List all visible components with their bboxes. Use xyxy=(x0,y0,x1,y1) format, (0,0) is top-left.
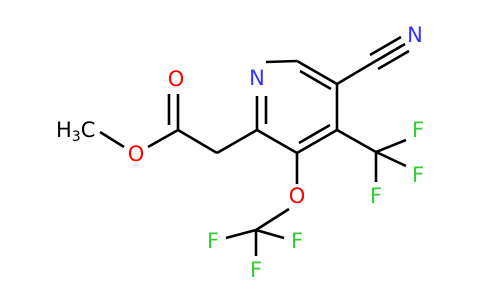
bond-cf3-f-lower-right xyxy=(375,150,407,168)
bond-c2-ch2 xyxy=(216,128,258,155)
atom-methyl-label: H3C xyxy=(56,118,95,145)
methyl-subscript: 3 xyxy=(72,129,81,145)
bond-o-cf3 xyxy=(255,207,290,232)
bond-c3-c2 xyxy=(256,128,298,155)
bond-oester-methyl xyxy=(99,130,125,149)
trifluoromethyl-group: F F F xyxy=(336,118,424,208)
bond-nitrile-triple-2 xyxy=(369,35,402,57)
bond-ch2-carbonyl xyxy=(177,128,218,155)
atom-o-ether: O xyxy=(289,184,306,208)
bond-nitrile-triple-1 xyxy=(373,42,406,64)
bond-n1-c6 xyxy=(265,59,298,64)
bond-cf3b-f-left xyxy=(225,228,257,240)
atom-f-3: F xyxy=(370,184,382,208)
atom-f-1: F xyxy=(412,118,424,142)
atom-f-5: F xyxy=(291,229,303,253)
atom-f-4: F xyxy=(207,229,219,253)
bond-cf3-f-right xyxy=(375,138,407,154)
methyl-c: C xyxy=(81,118,96,142)
atom-o-carbonyl: O xyxy=(168,67,185,91)
methyl-h: H xyxy=(56,118,72,142)
bond-c4-c3 xyxy=(296,128,338,155)
bond-c5-cn xyxy=(336,60,375,86)
bond-nitrile-triple-3 xyxy=(377,49,410,71)
atom-n-ring: N xyxy=(249,66,265,90)
trifluoromethoxy-group: O F F F xyxy=(207,153,305,282)
pyridine-ring xyxy=(255,59,339,155)
nitrile-group: N xyxy=(336,23,423,86)
atom-n-nitrile: N xyxy=(407,23,423,47)
bond-carbonyl-oester xyxy=(147,128,179,149)
methyl-acetate-group: O O H3C xyxy=(56,67,258,166)
bond-c4-c3-inner xyxy=(298,123,331,145)
bond-cf3b-f-right xyxy=(255,228,285,240)
bond-c6-c5 xyxy=(296,59,338,86)
bond-c4-cf3 xyxy=(336,128,377,154)
atom-o-ester: O xyxy=(128,142,145,166)
bond-c6-c5-inner xyxy=(299,69,332,91)
atom-f-6: F xyxy=(250,258,262,282)
atom-f-2: F xyxy=(412,163,424,187)
